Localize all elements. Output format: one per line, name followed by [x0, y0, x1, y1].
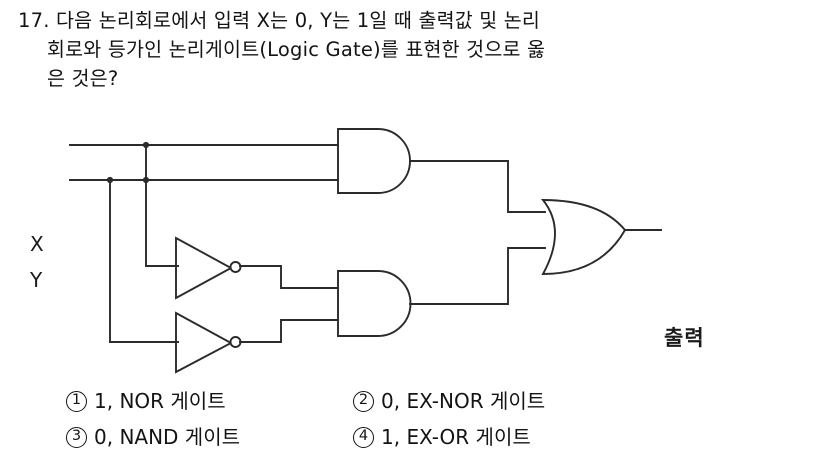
- input-label-y: Y: [30, 268, 43, 292]
- input-label-x: X: [30, 232, 44, 256]
- junction-dot-y: [106, 176, 114, 184]
- junction-dot-x: [142, 141, 150, 149]
- choice-4[interactable]: 4 1, EX-OR 게이트: [353, 422, 531, 452]
- question-line-3: 은 것은?: [47, 67, 119, 90]
- choice-2-marker: 2: [353, 390, 374, 412]
- and-gate-top-body: [337, 128, 411, 194]
- choice-4-label: 1, EX-OR 게이트: [381, 425, 531, 449]
- wire-y-branch-to-inverter-bottom: [109, 179, 179, 343]
- choice-2-label: 0, EX-NOR 게이트: [381, 389, 546, 413]
- inverter-bottom-bubble: [229, 336, 242, 348]
- choice-row-2: 3 0, NAND 게이트 4 1, EX-OR 게이트: [0, 422, 826, 458]
- logic-circuit-diagram: X Y 출력: [0, 108, 826, 378]
- wire-inverter-top-to-and-bottom: [239, 265, 339, 289]
- choice-1-label: 1, NOR 게이트: [94, 389, 226, 413]
- inverter-top-bubble: [229, 261, 242, 273]
- junction-dot-x-crossing: [142, 176, 150, 184]
- choice-1-marker: 1: [66, 390, 87, 412]
- wire-x-branch-to-inverter-top: [145, 144, 179, 267]
- output-label: 출력: [664, 326, 705, 350]
- choice-3[interactable]: 3 0, NAND 게이트: [66, 422, 240, 452]
- wire-inverter-bottom-to-and-bottom: [239, 319, 339, 343]
- question-line-2: 회로와 등가인 논리게이트(Logic Gate)를 표현한 것으로 옳: [47, 38, 546, 61]
- choice-1[interactable]: 1 1, NOR 게이트: [66, 386, 226, 416]
- choice-3-marker: 3: [66, 426, 87, 448]
- answer-choices: 1 1, NOR 게이트 2 0, EX-NOR 게이트 3 0, NAND 게…: [0, 386, 826, 458]
- question-line-1: 17. 다음 논리회로에서 입력 X는 0, Y는 1일 때 출력값 및 논리: [18, 9, 541, 32]
- inverter-top-body: [175, 236, 233, 300]
- choice-2[interactable]: 2 0, EX-NOR 게이트: [353, 386, 545, 416]
- or-gate-body: [541, 199, 627, 275]
- and-gate-bottom-body: [337, 270, 412, 337]
- choice-4-marker: 4: [353, 426, 374, 448]
- choice-row-1: 1 1, NOR 게이트 2 0, EX-NOR 게이트: [0, 386, 826, 422]
- circuit-svg: [69, 128, 662, 374]
- question-text: 17. 다음 논리회로에서 입력 X는 0, Y는 1일 때 출력값 및 논리 …: [18, 6, 808, 93]
- wire-and-top-to-or: [409, 160, 546, 213]
- choice-3-label: 0, NAND 게이트: [94, 425, 241, 449]
- wire-and-bottom-to-or: [409, 247, 546, 305]
- inverter-bottom-body: [175, 311, 234, 374]
